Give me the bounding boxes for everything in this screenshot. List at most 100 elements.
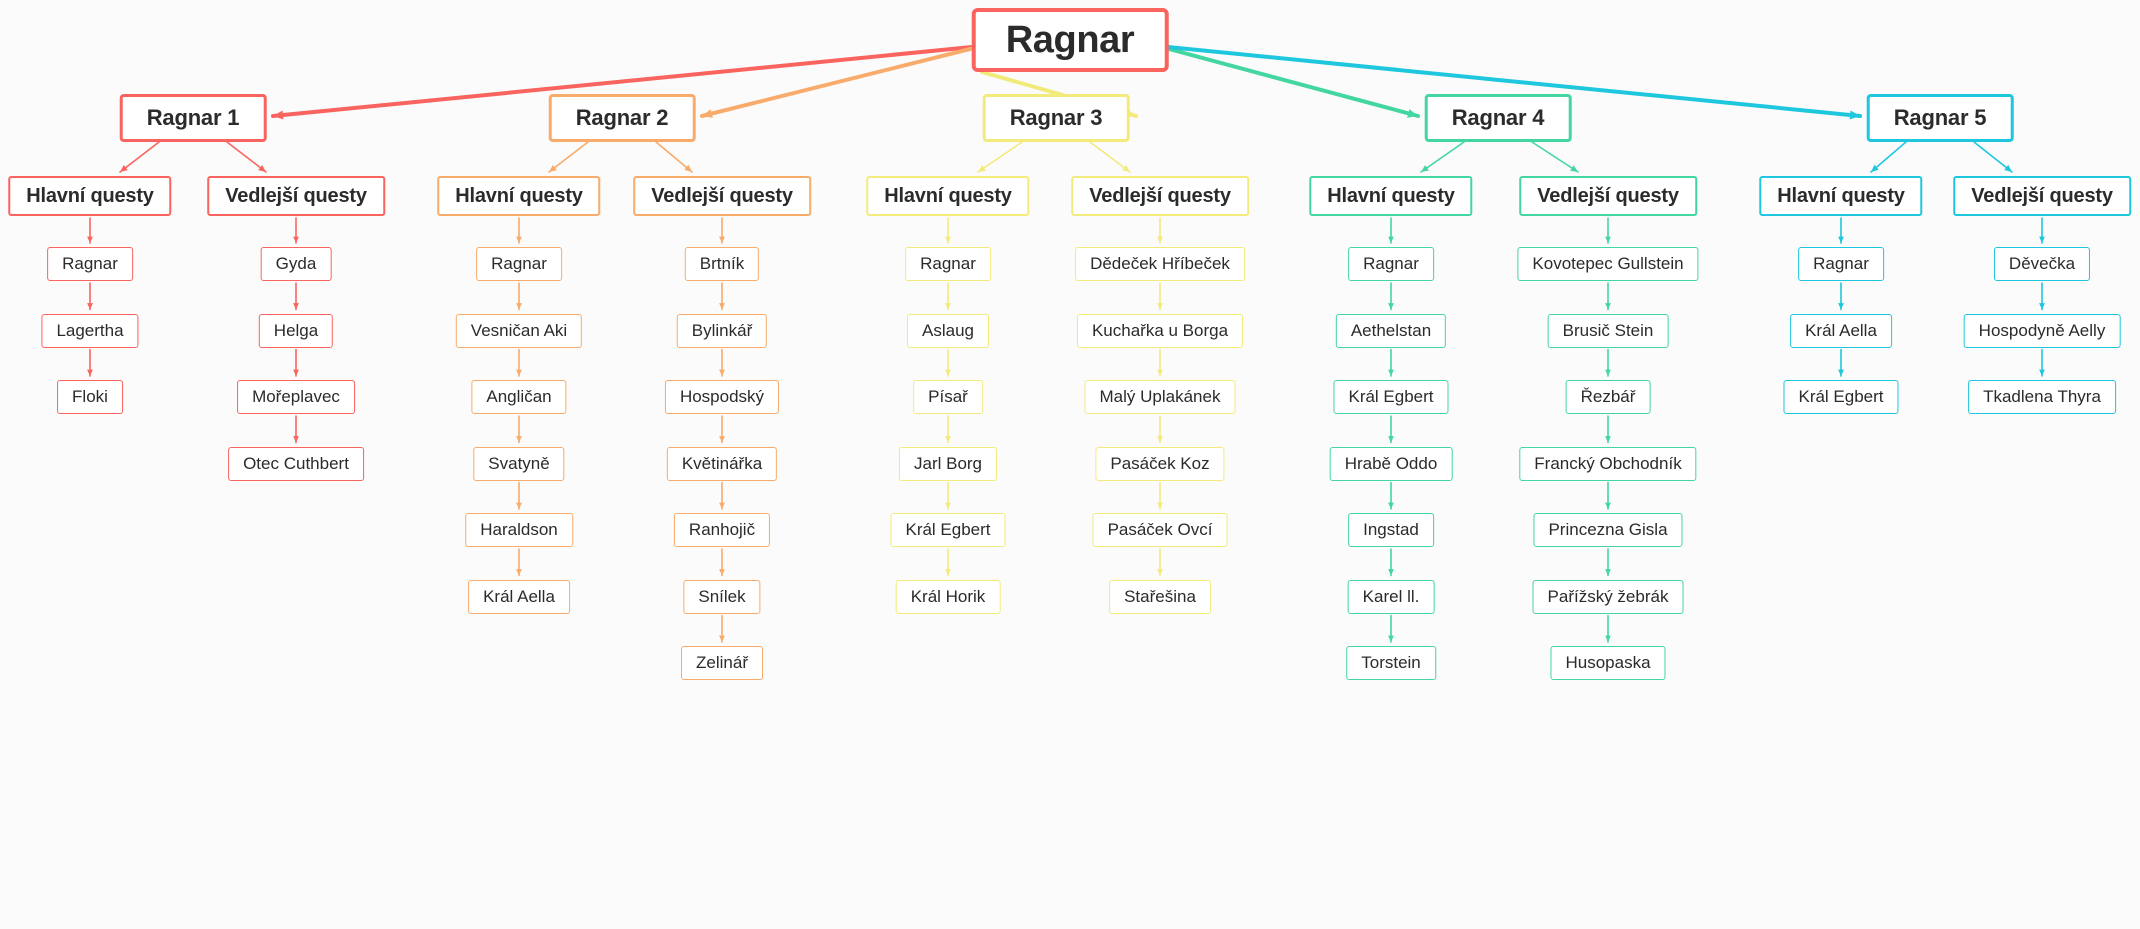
quest-node[interactable]: Angličan	[471, 380, 567, 414]
arrow-head	[719, 569, 725, 576]
quest-node[interactable]: Mořeplavec	[237, 380, 355, 414]
arrow-head	[516, 303, 522, 310]
quest-node[interactable]: Haraldson	[465, 513, 573, 547]
quest-node[interactable]: Řezbář	[1565, 380, 1651, 414]
quest-node[interactable]: Malý Uplakánek	[1084, 380, 1236, 414]
category-node-ragnar-1-side[interactable]: Vedlejší questy	[207, 176, 385, 216]
arrow-head	[1388, 436, 1394, 443]
quest-node[interactable]: Král Horik	[895, 579, 1001, 614]
arrow-head	[1157, 502, 1163, 509]
branch-node-ragnar-1[interactable]: Ragnar 1	[119, 94, 267, 142]
arrow-head	[1605, 635, 1611, 642]
category-node-ragnar-5-side[interactable]: Vedlejší questy	[1953, 176, 2131, 216]
quest-node[interactable]: Pasáček Ovcí	[1092, 513, 1228, 547]
connector-line	[655, 141, 693, 173]
quest-node[interactable]: Květinářka	[666, 446, 778, 481]
quest-node[interactable]: Zelinář	[681, 646, 763, 680]
quest-node[interactable]: Dědeček Hříbeček	[1075, 247, 1245, 281]
quest-node[interactable]: Torstein	[1346, 646, 1436, 680]
category-node-ragnar-2-main[interactable]: Hlavní questy	[437, 176, 601, 216]
quest-node[interactable]: Francký Obchodník	[1519, 446, 1697, 481]
quest-node[interactable]: Ragnar	[476, 247, 562, 281]
category-node-ragnar-4-side[interactable]: Vedlejší questy	[1519, 176, 1697, 216]
quest-node[interactable]: Vesničan Aki	[455, 313, 583, 348]
quest-node[interactable]: Jarl Borg	[898, 446, 998, 481]
connector-line	[1420, 141, 1465, 173]
arrow-head	[719, 635, 725, 642]
arrow-head	[978, 165, 986, 172]
quest-node[interactable]: Kovotepec Gullstein	[1517, 247, 1699, 281]
quest-node[interactable]: Husopaska	[1550, 646, 1666, 680]
quest-node[interactable]: Floki	[57, 380, 123, 414]
branch-node-ragnar-3[interactable]: Ragnar 3	[982, 94, 1130, 142]
quest-node[interactable]: Pasáček Koz	[1095, 446, 1225, 481]
arrow-head	[273, 110, 284, 120]
quest-node[interactable]: Hospodský	[664, 380, 780, 414]
connector-line	[1973, 141, 2013, 173]
arrow-head	[1388, 502, 1394, 509]
arrow-head	[1871, 164, 1879, 172]
category-node-ragnar-5-main[interactable]: Hlavní questy	[1759, 176, 1923, 216]
arrow-head	[945, 236, 951, 243]
quest-node[interactable]: Bylinkář	[676, 313, 768, 348]
quest-node[interactable]: Princezna Gisla	[1533, 513, 1683, 547]
branch-node-ragnar-5[interactable]: Ragnar 5	[1866, 94, 2014, 142]
quest-node[interactable]: Karel ll.	[1347, 579, 1435, 614]
category-node-ragnar-2-side[interactable]: Vedlejší questy	[633, 176, 811, 216]
quest-node[interactable]: Otec Cuthbert	[228, 446, 364, 481]
connector-line	[1870, 141, 1907, 173]
quest-node[interactable]: Král Egbert	[1783, 380, 1899, 414]
quest-node[interactable]: Kuchařka u Borga	[1076, 313, 1244, 348]
quest-node[interactable]: Král Aella	[468, 579, 570, 614]
arrow-head	[1157, 369, 1163, 376]
arrow-head	[1157, 569, 1163, 576]
quest-node[interactable]: Král Aella	[1790, 313, 1892, 348]
quest-node[interactable]: Snílek	[683, 579, 761, 614]
branch-node-ragnar-4[interactable]: Ragnar 4	[1424, 94, 1572, 142]
quest-node[interactable]: Lagertha	[41, 313, 139, 348]
quest-node[interactable]: Brtník	[684, 247, 760, 281]
arrow-head	[516, 569, 522, 576]
quest-node[interactable]: Písař	[913, 380, 983, 414]
quest-node[interactable]: Ranhojič	[673, 513, 771, 547]
arrow-head	[2039, 303, 2045, 310]
quest-node[interactable]: Ragnar	[1348, 247, 1434, 281]
quest-node[interactable]: Ragnar	[47, 247, 133, 281]
arrow-head	[1122, 165, 1130, 172]
arrow-head	[945, 569, 951, 576]
category-node-ragnar-3-main[interactable]: Hlavní questy	[866, 176, 1030, 216]
quest-node[interactable]: Aethelstan	[1335, 313, 1447, 348]
quest-node[interactable]: Helga	[258, 313, 334, 348]
arrow-head	[1838, 236, 1844, 243]
arrow-head	[516, 369, 522, 376]
category-node-ragnar-4-main[interactable]: Hlavní questy	[1309, 176, 1473, 216]
quest-node[interactable]: Hospodyně Aelly	[1963, 313, 2121, 348]
root-node[interactable]: Ragnar	[971, 8, 1169, 72]
quest-node[interactable]: Svatyně	[473, 446, 565, 481]
arrow-head	[120, 165, 128, 172]
quest-node[interactable]: Ragnar	[905, 247, 991, 281]
quest-node[interactable]: Tkadlena Thyra	[1968, 380, 2116, 414]
quest-node[interactable]: Král Egbert	[890, 513, 1006, 547]
branch-node-ragnar-2[interactable]: Ragnar 2	[548, 94, 696, 142]
category-node-ragnar-1-main[interactable]: Hlavní questy	[8, 176, 172, 216]
category-node-ragnar-3-side[interactable]: Vedlejší questy	[1071, 176, 1249, 216]
quest-node[interactable]: Stařešina	[1109, 579, 1211, 614]
quest-node[interactable]: Hrabě Oddo	[1329, 446, 1453, 481]
quest-node[interactable]: Pařížský žebrák	[1532, 579, 1684, 614]
arrow-head	[684, 164, 692, 172]
arrow-head	[1605, 569, 1611, 576]
arrow-head	[1605, 436, 1611, 443]
quest-node[interactable]: Ragnar	[1798, 247, 1884, 281]
quest-node[interactable]: Aslaug	[907, 313, 989, 348]
arrow-head	[1157, 436, 1163, 443]
arrow-head	[719, 236, 725, 243]
quest-node[interactable]: Král Egbert	[1333, 380, 1449, 414]
quest-node[interactable]: Děvečka	[1993, 247, 2091, 281]
quest-node[interactable]: Gyda	[260, 247, 332, 281]
arrow-head	[719, 436, 725, 443]
quest-node[interactable]: Brusič Stein	[1547, 313, 1669, 348]
quest-node[interactable]: Ingstad	[1348, 513, 1434, 547]
arrow-head	[1388, 369, 1394, 376]
